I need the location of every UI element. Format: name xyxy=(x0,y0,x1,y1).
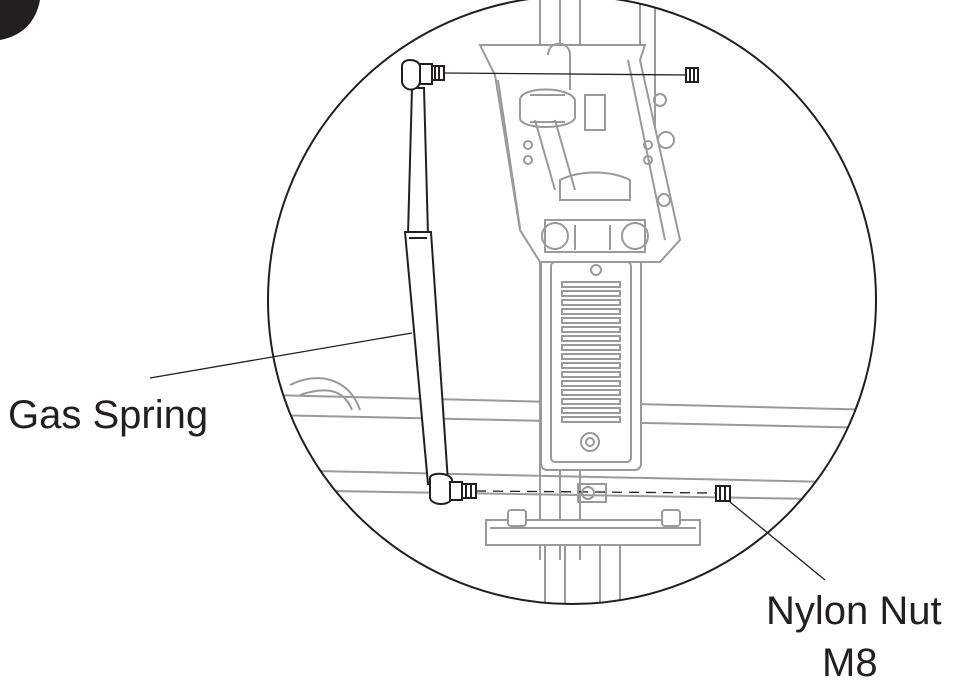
nylon-nut-label: Nylon Nut xyxy=(766,589,942,633)
detail-view xyxy=(269,0,876,604)
tube-slot xyxy=(561,317,621,324)
nylon-nut-leader xyxy=(729,501,826,581)
step-badge xyxy=(0,0,40,40)
base-bracket xyxy=(485,509,701,604)
top-bolt xyxy=(419,63,699,85)
tube-slot xyxy=(561,353,621,360)
upper-bracket xyxy=(478,42,682,263)
tube-slot xyxy=(561,362,621,369)
nylon-nut-part xyxy=(715,485,731,502)
bottom-bolt xyxy=(449,481,717,503)
tube-slot xyxy=(561,407,621,414)
tube-slot xyxy=(561,290,621,297)
tube-slot xyxy=(561,281,621,288)
detail-circle xyxy=(267,0,877,605)
nylon-nut-size-label: M8 xyxy=(822,641,878,685)
tube-slot xyxy=(561,335,621,342)
tube-slot xyxy=(561,398,621,405)
tube-slot xyxy=(561,416,621,423)
tube-slot xyxy=(561,326,621,333)
tube-slot xyxy=(561,308,621,315)
tube-slot xyxy=(561,344,621,351)
tube-slot xyxy=(561,299,621,306)
gas-spring-label: Gas Spring xyxy=(8,393,208,437)
gas-spring-leader xyxy=(149,332,413,379)
lower-tube xyxy=(540,244,642,471)
tube-slot xyxy=(561,380,621,387)
tube-slot xyxy=(561,371,621,378)
gas-spring-part xyxy=(401,59,453,505)
tube-slot xyxy=(561,389,621,396)
